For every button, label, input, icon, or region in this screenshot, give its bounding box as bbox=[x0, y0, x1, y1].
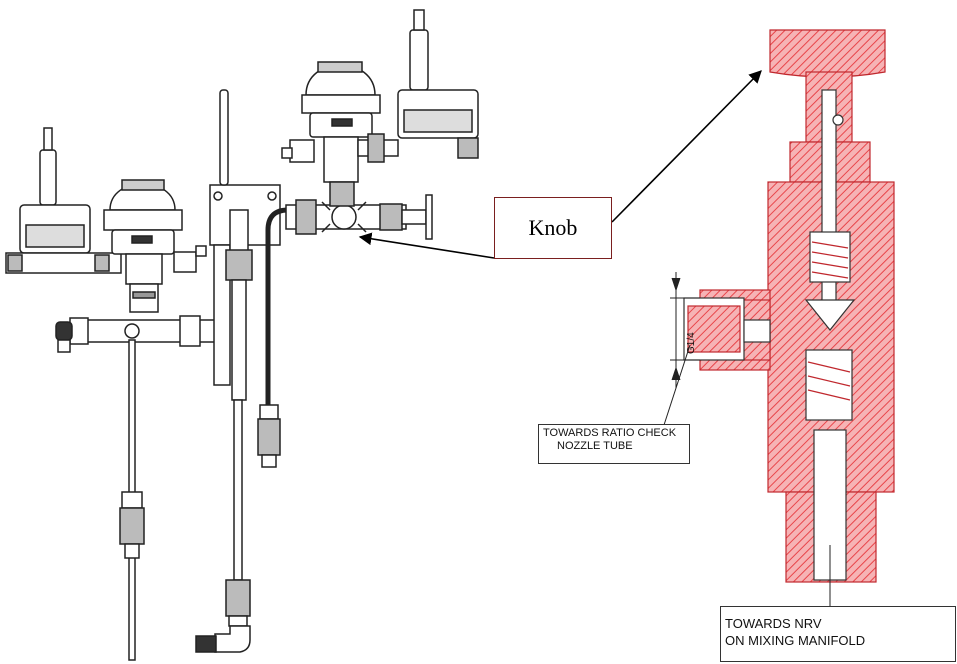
ratio-check-line2: NOZZLE TUBE bbox=[557, 440, 633, 452]
elbow-fitting bbox=[214, 625, 251, 653]
left-actuator-stem bbox=[125, 253, 163, 285]
left-manifold-bar bbox=[5, 252, 122, 274]
right-actuator-stem bbox=[323, 136, 359, 183]
left-actuator-ring bbox=[103, 209, 183, 231]
ratio-check-leader bbox=[663, 344, 691, 426]
mid-stem bbox=[231, 279, 247, 401]
nrv-line2: ON MIXING MANIFOLD bbox=[725, 633, 866, 648]
left-solenoid bbox=[173, 251, 197, 273]
ball-valve-knob bbox=[331, 204, 357, 230]
right-handle bbox=[425, 194, 433, 240]
cross-section-drawing bbox=[683, 29, 895, 583]
mid-bottom-fitting bbox=[225, 579, 251, 617]
vent-tube bbox=[219, 89, 229, 186]
left-sensor-tip bbox=[43, 127, 53, 151]
left-valve-port bbox=[124, 323, 140, 339]
section-knob-head bbox=[769, 29, 886, 78]
left-sensor-tube bbox=[39, 149, 57, 206]
knob-callout-label: Knob bbox=[528, 215, 578, 240]
right-actuator-ring bbox=[301, 94, 381, 114]
valve-assembly-drawing bbox=[5, 9, 479, 661]
nrv-label-box: TOWARDS NRV ON MIXING MANIFOLD bbox=[720, 606, 956, 662]
left-pipe-fitting bbox=[119, 507, 145, 545]
callout-arrow-to-knob-section bbox=[611, 70, 762, 223]
knob-callout-box: Knob bbox=[494, 197, 612, 259]
callout-arrow-to-ball-valve bbox=[358, 232, 495, 259]
left-handle-knob bbox=[55, 321, 73, 341]
ratio-check-label-box: TOWARDS RATIO CHECK NOZZLE TUBE bbox=[538, 424, 690, 464]
nrv-line1: TOWARDS NRV bbox=[725, 616, 822, 631]
ratio-check-line1: TOWARDS RATIO CHECK bbox=[543, 427, 677, 439]
left-sensor-plate bbox=[25, 224, 85, 248]
right-solenoid bbox=[289, 139, 315, 163]
right-sensor-tube bbox=[409, 29, 429, 91]
section-seat bbox=[804, 299, 856, 331]
thread-size-label: G1/4 bbox=[686, 332, 697, 354]
